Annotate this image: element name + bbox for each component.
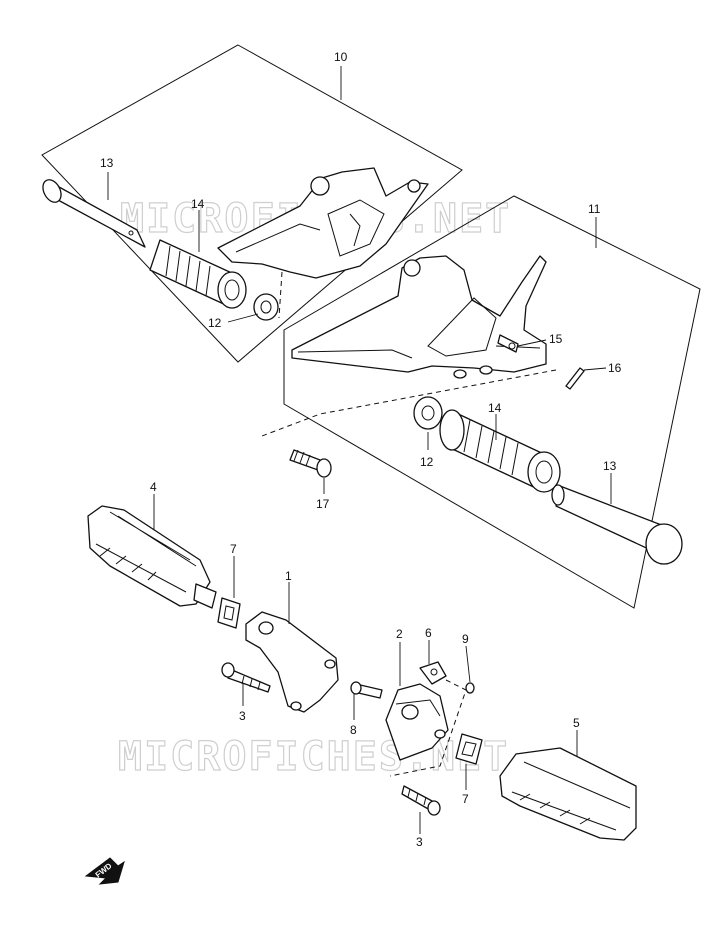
callout-3-right: 3	[416, 835, 423, 849]
alignment-line-10	[278, 271, 283, 319]
callout-15: 15	[549, 332, 563, 346]
forward-arrow-icon: FWD	[84, 857, 125, 885]
bracket-2	[385, 683, 449, 761]
washer-12-lower	[413, 396, 443, 430]
alignment-line-lower	[389, 679, 467, 777]
assembly-box-10	[41, 44, 463, 363]
rubber-7-right	[455, 733, 483, 765]
assembly-box-11	[283, 195, 701, 609]
callout-5: 5	[573, 716, 580, 730]
callout-7-left: 7	[230, 542, 237, 556]
callout-12-lower: 12	[420, 455, 434, 469]
clip-9	[465, 682, 475, 694]
bushing-14-upper	[149, 239, 247, 309]
callout-16: 16	[608, 361, 622, 375]
callouts: 10 13 14 12 11 15 16 14 12 13 17 4 7 1 3…	[100, 50, 622, 849]
washer-12-upper	[253, 293, 279, 321]
bushing-14-lower	[439, 409, 561, 493]
bolt-3-left	[221, 662, 271, 693]
watermark-lower: MICROFICHES.NET	[118, 734, 509, 780]
callout-7-right: 7	[462, 792, 469, 806]
pin-15	[497, 334, 519, 353]
callout-17: 17	[316, 497, 330, 511]
bracket-11	[291, 255, 547, 379]
callout-8: 8	[350, 723, 357, 737]
callout-3-left: 3	[239, 709, 246, 723]
callout-13-upper: 13	[100, 156, 114, 170]
pin-8	[350, 681, 383, 699]
callout-11: 11	[588, 202, 601, 216]
leader-lines	[107, 66, 612, 834]
callout-1: 1	[285, 569, 292, 583]
callout-12-upper: 12	[208, 316, 222, 330]
footrest-5	[499, 747, 637, 841]
bolt-3-right	[401, 785, 441, 816]
callout-14-lower: 14	[488, 401, 502, 415]
cotter-pin-16	[565, 367, 585, 390]
callout-10: 10	[334, 50, 348, 64]
callout-2: 2	[396, 627, 403, 641]
bracket-1	[245, 611, 339, 713]
callout-13-lower: 13	[603, 459, 617, 473]
bolt-17	[289, 449, 332, 478]
spring-6	[419, 661, 447, 685]
pivot-pin-13-lower	[551, 484, 683, 565]
rubber-7-left	[217, 597, 241, 629]
callout-14-upper: 14	[191, 197, 205, 211]
pivot-pin-13-upper	[42, 179, 146, 248]
bracket-10	[217, 167, 429, 279]
callout-9: 9	[462, 632, 469, 646]
footrest-4	[87, 505, 217, 609]
callout-6: 6	[425, 626, 432, 640]
alignment-line-11	[261, 369, 557, 437]
callout-4: 4	[150, 480, 157, 494]
